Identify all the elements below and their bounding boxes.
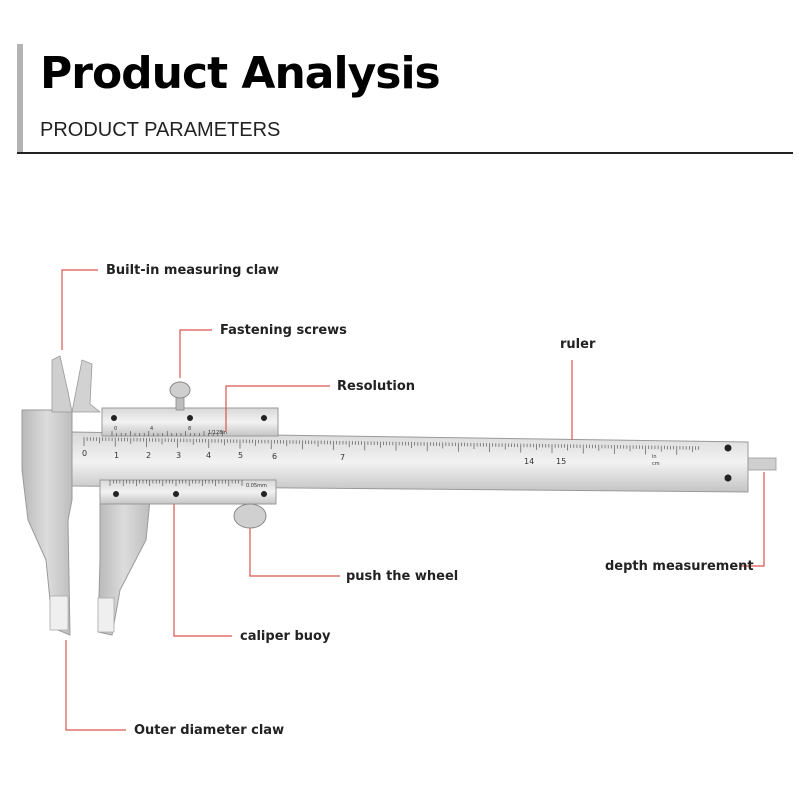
sliding-claw-tip xyxy=(97,597,115,633)
page-title: Product Analysis xyxy=(40,48,441,99)
unit-cm: cm xyxy=(652,461,660,467)
main-scale-number: 1 xyxy=(114,451,119,460)
vernier-scale-ticks xyxy=(109,480,243,486)
main-scale-number: 6 xyxy=(272,452,277,461)
leader-resolution xyxy=(225,385,330,432)
plate-rivet xyxy=(187,415,193,421)
main-scale-number: 5 xyxy=(238,451,243,460)
label-outer-diameter-claw: Outer diameter claw xyxy=(134,723,285,738)
main-scale-number: 14 xyxy=(524,457,534,466)
vernier-resolution-text: 0.05mm xyxy=(246,483,267,489)
label-depth-measurement: depth measurement xyxy=(605,559,754,574)
outer-claw-tip xyxy=(49,595,69,631)
main-scale-number: 15 xyxy=(556,457,566,466)
leader-outer-claw xyxy=(65,640,126,731)
inner-claw-fixed xyxy=(51,355,73,413)
plate-rivet xyxy=(261,491,267,497)
fastening-screw-head xyxy=(169,381,191,399)
push-wheel xyxy=(233,503,267,529)
bottom-slider-plate xyxy=(99,479,277,505)
inch-resolution-text: 1/128in xyxy=(208,430,227,436)
label-push-wheel: push the wheel xyxy=(346,569,459,584)
label-fastening-screws: Fastening screws xyxy=(220,323,347,338)
top-slider-plate xyxy=(101,407,279,437)
leader-measuring-claw xyxy=(61,269,98,350)
main-scale-ticks xyxy=(83,437,699,455)
label-ruler: ruler xyxy=(560,337,596,352)
unit-in: in xyxy=(652,454,657,460)
label-caliper-buoy: caliper buoy xyxy=(240,629,331,644)
label-measuring-claw: Built-in measuring claw xyxy=(106,263,279,278)
plate-rivet xyxy=(261,415,267,421)
inch-scale-number: 4 xyxy=(150,426,153,432)
main-scale-number: 2 xyxy=(146,451,151,460)
inch-vernier-ticks xyxy=(111,431,223,436)
plate-rivet xyxy=(113,491,119,497)
inch-scale-number: 8 xyxy=(188,426,191,432)
inch-scale-number: 0 xyxy=(114,426,117,432)
main-scale-number: 0 xyxy=(82,449,87,458)
leader-fastening-screws xyxy=(179,329,212,378)
inner-claw-sliding xyxy=(71,359,102,413)
leader-push-wheel xyxy=(249,528,340,577)
main-scale-number: 7 xyxy=(340,453,345,462)
leader-caliper-buoy xyxy=(173,504,232,637)
page-subtitle: PRODUCT PARAMETERS xyxy=(40,119,281,141)
depth-rod xyxy=(745,457,777,471)
main-scale-number: 3 xyxy=(176,451,181,460)
leader-depth xyxy=(740,472,765,567)
beam-rivet xyxy=(724,474,732,482)
header-accent-bar xyxy=(17,44,23,154)
label-resolution: Resolution xyxy=(337,379,416,394)
plate-rivet xyxy=(173,491,179,497)
plate-rivet xyxy=(111,415,117,421)
beam-rivet xyxy=(724,444,732,452)
header-divider xyxy=(17,152,793,154)
main-scale-number: 4 xyxy=(206,451,211,460)
leader-lines xyxy=(61,269,765,731)
